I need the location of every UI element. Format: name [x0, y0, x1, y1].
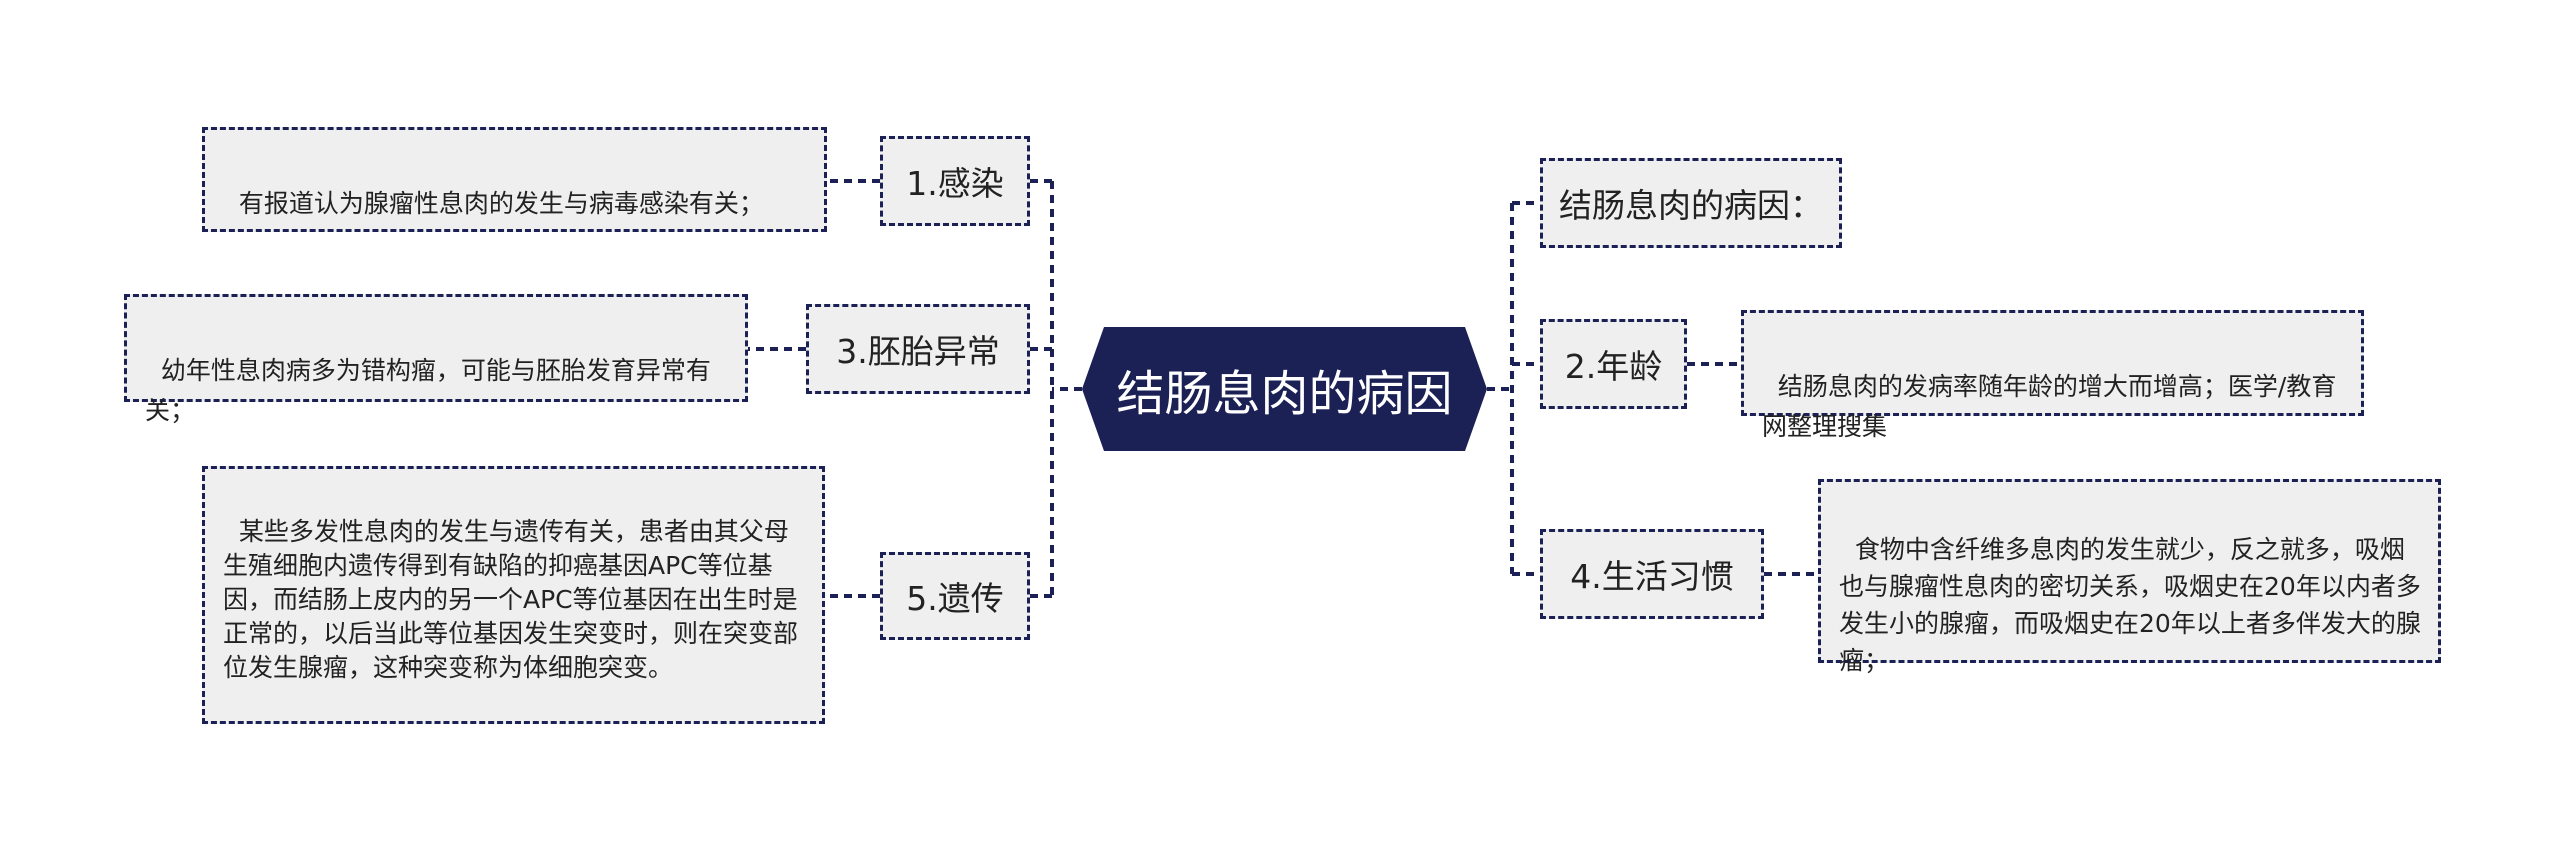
leaf-embryo-detail[interactable]: 幼年性息肉病多为错构瘤，可能与胚胎发育异常有关；: [124, 294, 748, 425]
branch-cause-title[interactable]: 结肠息肉的病因：: [1540, 158, 1842, 248]
root-label: 结肠息肉的病因: [1116, 366, 1453, 422]
root-node[interactable]: 结肠息肉的病因: [1082, 327, 1487, 451]
branch-infection[interactable]: 1.感染: [880, 136, 1030, 226]
leaf-lifestyle-detail[interactable]: 食物中含纤维多息肉的发生就少，反之就多，吸烟也与腺瘤性息肉的密切关系，吸烟史在2…: [1818, 479, 2441, 675]
branch-lifestyle-label: 4.生活习惯: [1570, 557, 1734, 596]
branch-genetics[interactable]: 5.遗传: [880, 552, 1030, 640]
branch-genetics-label: 5.遗传: [906, 579, 1004, 618]
leaf-embryo-text: 幼年性息肉病多为错构瘤，可能与胚胎发育异常有关；: [145, 356, 711, 425]
leaf-genetics-detail[interactable]: 某些多发性息肉的发生与遗传有关，患者由其父母生殖细胞内遗传得到有缺陷的抑癌基因A…: [202, 466, 825, 724]
branch-embryo-label: 3.胚胎异常: [836, 332, 1000, 371]
branch-lifestyle[interactable]: 4.生活习惯: [1540, 529, 1764, 619]
leaf-age-detail[interactable]: 结肠息肉的发病率随年龄的增大而增高；医学/教育网整理搜集: [1741, 310, 2364, 441]
branch-age[interactable]: 2.年龄: [1540, 319, 1687, 409]
branch-age-label: 2.年龄: [1564, 347, 1663, 386]
leaf-genetics-text: 某些多发性息肉的发生与遗传有关，患者由其父母生殖细胞内遗传得到有缺陷的抑癌基因A…: [223, 517, 799, 682]
branch-infection-label: 1.感染: [906, 164, 1004, 203]
leaf-age-text: 结肠息肉的发病率随年龄的增大而增高；医学/教育网整理搜集: [1762, 372, 2337, 441]
leaf-infection-text: 有报道认为腺瘤性息肉的发生与病毒感染有关；: [238, 189, 764, 218]
branch-cause-title-label: 结肠息肉的病因：: [1559, 186, 1823, 225]
leaf-lifestyle-text: 食物中含纤维多息肉的发生就少，反之就多，吸烟也与腺瘤性息肉的密切关系，吸烟史在2…: [1839, 535, 2421, 675]
root-hexagon-shape: [1082, 327, 1487, 451]
leaf-infection-detail[interactable]: 有报道认为腺瘤性息肉的发生与病毒感染有关；: [202, 127, 827, 232]
branch-embryo[interactable]: 3.胚胎异常: [806, 304, 1030, 394]
